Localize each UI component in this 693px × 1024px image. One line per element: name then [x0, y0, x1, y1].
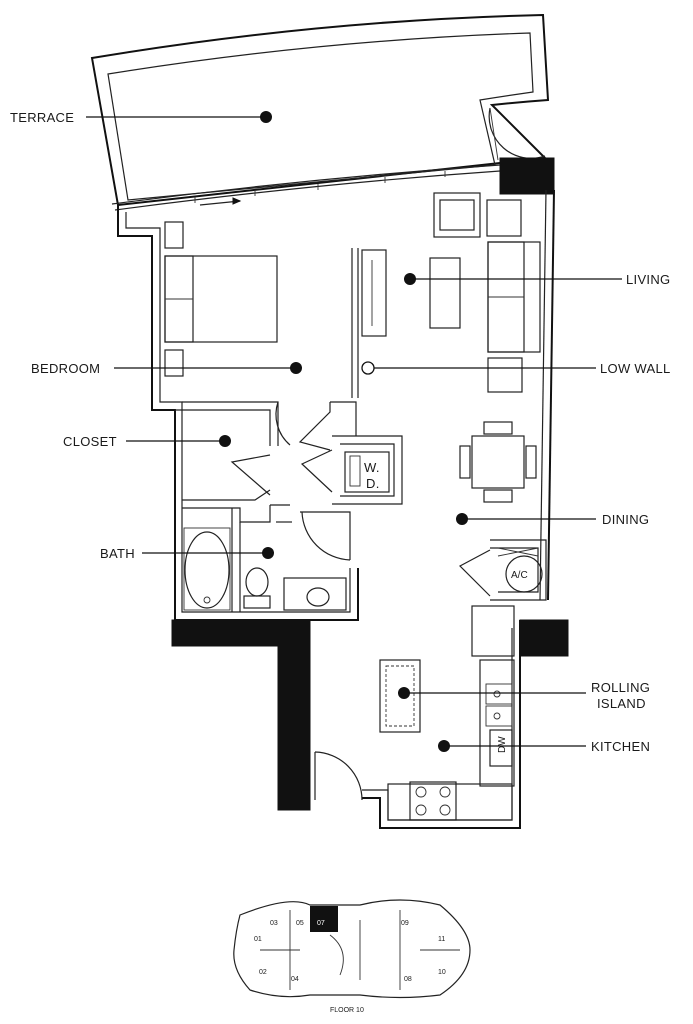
terrace-outline — [90, 13, 550, 207]
key-unit-08: 08 — [404, 976, 412, 983]
key-unit-04: 04 — [291, 976, 299, 983]
label-terrace: TERRACE — [10, 110, 74, 125]
label-low-wall: LOW WALL — [600, 361, 671, 376]
terrace-glass-wall — [111, 164, 501, 211]
label-kitchen: KITCHEN — [591, 739, 650, 754]
label-dishwasher: DW — [497, 736, 508, 753]
key-unit-02: 02 — [259, 969, 267, 976]
solid-corridor-wall — [171, 619, 311, 811]
entry-door — [314, 751, 363, 801]
kitchen-fixtures — [379, 605, 515, 821]
key-unit-01: 01 — [254, 936, 262, 943]
key-plan-highlight-unit — [310, 906, 338, 932]
label-island: ISLAND — [597, 696, 646, 711]
label-washer: W. — [364, 460, 380, 475]
label-dryer: D. — [366, 476, 380, 491]
label-bedroom: BEDROOM — [31, 361, 100, 376]
structural-column — [499, 157, 555, 195]
key-unit-10: 10 — [438, 969, 446, 976]
ac-closet — [459, 539, 547, 601]
interior-walls — [175, 401, 403, 612]
key-plan-floor-label: FLOOR 10 — [330, 1007, 364, 1014]
label-ac: A/C — [511, 570, 528, 581]
bath-fixtures — [183, 527, 347, 611]
key-plan: 03 05 07 01 02 04 09 11 08 10 FLOOR 10 — [233, 899, 471, 1014]
key-unit-03: 03 — [270, 920, 278, 927]
structural-column-2 — [519, 619, 569, 657]
unit-outline — [117, 189, 555, 829]
key-unit-09: 09 — [401, 920, 409, 927]
label-closet: CLOSET — [63, 434, 117, 449]
label-dining: DINING — [602, 512, 649, 527]
key-unit-11: 11 — [438, 936, 445, 943]
key-unit-05: 05 — [296, 920, 304, 927]
living-furniture — [429, 192, 541, 393]
low-wall — [351, 248, 387, 398]
dining-table — [459, 421, 537, 503]
leader-lines — [86, 111, 622, 752]
bed — [164, 221, 278, 377]
key-unit-07: 07 — [317, 920, 325, 927]
label-bath: BATH — [100, 546, 135, 561]
label-living: LIVING — [626, 272, 670, 287]
label-rolling: ROLLING — [591, 680, 650, 695]
